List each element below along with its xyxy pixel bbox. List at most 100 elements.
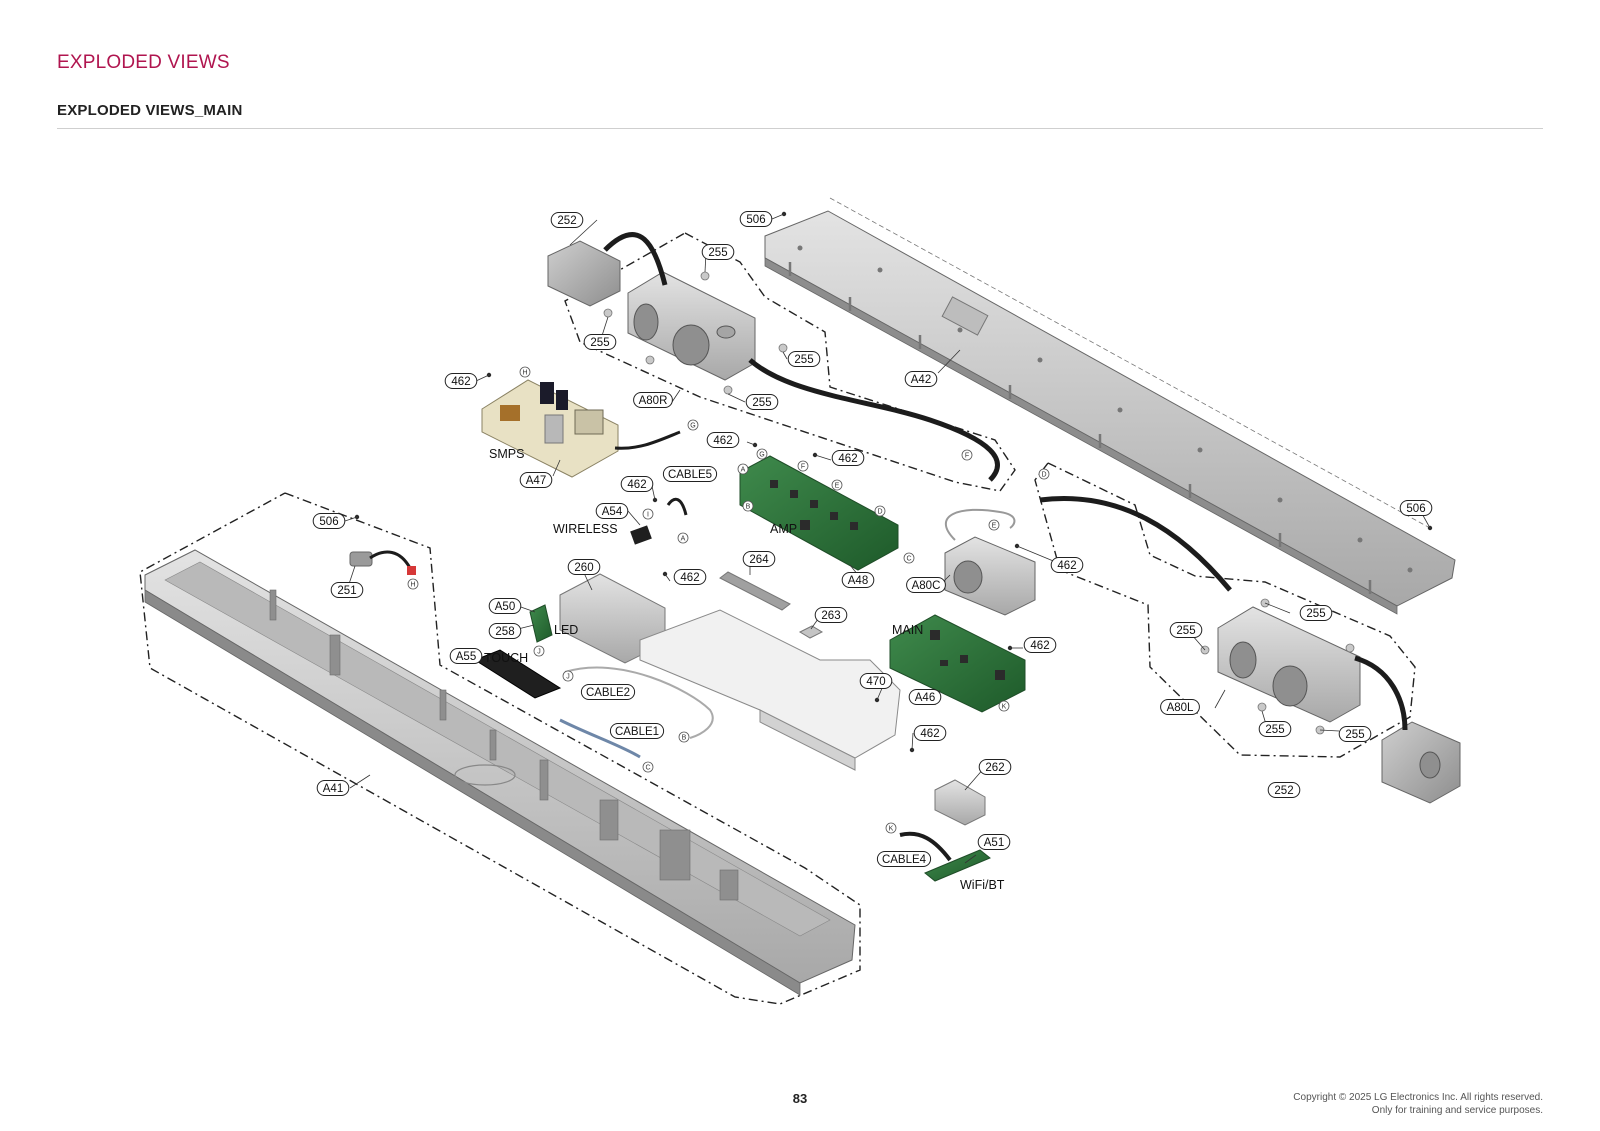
callout-cable2: CABLE2: [580, 684, 636, 700]
copyright-line-1: Copyright © 2025 LG Electronics Inc. All…: [1293, 1092, 1543, 1103]
header-divider: [57, 128, 1543, 129]
svg-text:462: 462: [1057, 560, 1076, 572]
connector-marker-g: G: [687, 419, 699, 431]
svg-text:462: 462: [627, 479, 646, 491]
svg-text:263: 263: [821, 610, 840, 622]
svg-text:255: 255: [794, 354, 813, 366]
connector-marker-f: F: [797, 460, 809, 472]
connector-marker-j: J: [533, 645, 545, 657]
callout-462: 462: [444, 373, 478, 389]
speaker-a80c: [944, 536, 1036, 616]
smps-components: [500, 382, 604, 444]
callout-255: 255: [1258, 721, 1292, 737]
chassis-470: [639, 609, 901, 759]
a80r-boundary: [564, 232, 1016, 492]
connector-marker-b: B: [678, 731, 690, 743]
svg-text:255: 255: [1306, 608, 1325, 620]
svg-text:506: 506: [746, 214, 765, 226]
callout-462: 462: [620, 476, 654, 492]
callout-258: 258: [488, 623, 522, 639]
callout-506: 506: [739, 211, 773, 227]
callout-a55: A55: [449, 648, 483, 664]
svg-text:B: B: [682, 735, 687, 742]
label-main: MAIN: [892, 623, 923, 637]
copyright-line-2: Only for training and service purposes.: [1371, 1105, 1543, 1116]
svg-text:A80L: A80L: [1167, 702, 1194, 714]
svg-text:255: 255: [1345, 729, 1364, 741]
svg-text:E: E: [835, 483, 840, 490]
svg-text:B: B: [746, 504, 751, 511]
svg-text:D: D: [877, 509, 882, 516]
callout-a80c: A80C: [906, 577, 946, 593]
svg-text:K: K: [889, 826, 894, 833]
svg-text:252: 252: [557, 215, 576, 227]
svg-text:258: 258: [495, 626, 514, 638]
speaker-a80l: [1217, 606, 1361, 723]
bracket-262: [934, 779, 986, 826]
svg-text:462: 462: [451, 376, 470, 388]
svg-text:255: 255: [590, 337, 609, 349]
main-board-a46: [889, 614, 1026, 713]
copyright: Copyright © 2025 LG Electronics Inc. All…: [1293, 1091, 1543, 1117]
callout-255: 255: [1299, 605, 1333, 621]
callout-252: 252: [550, 212, 584, 228]
svg-text:K: K: [1002, 704, 1007, 711]
callout-264: 264: [742, 551, 776, 567]
connector-marker-c: C: [903, 552, 915, 564]
connector-marker-k: K: [885, 822, 897, 834]
pad-264: [719, 571, 791, 611]
callout-a46: A46: [908, 689, 942, 705]
callout-462: 462: [913, 725, 947, 741]
svg-text:A46: A46: [915, 692, 935, 704]
svg-text:A48: A48: [848, 575, 868, 587]
svg-text:H: H: [522, 370, 527, 377]
callout-255: 255: [1338, 726, 1372, 742]
section-title: EXPLODED VIEWS: [57, 52, 230, 73]
callout-255: 255: [701, 244, 735, 260]
label-wifi-bt: WiFi/BT: [960, 878, 1005, 892]
connector-marker-d: D: [874, 505, 886, 517]
svg-text:CABLE2: CABLE2: [586, 687, 630, 699]
callout-506: 506: [312, 513, 346, 529]
svg-text:462: 462: [838, 453, 857, 465]
connector-marker-g: G: [756, 448, 768, 460]
svg-text:A55: A55: [456, 651, 476, 663]
callout-462: 462: [1023, 637, 1057, 653]
connector-marker-h: H: [519, 366, 531, 378]
callout-a41: A41: [316, 780, 350, 796]
callout-255: 255: [1169, 622, 1203, 638]
svg-text:A54: A54: [602, 506, 623, 518]
svg-text:506: 506: [319, 516, 338, 528]
pad-263: [798, 625, 824, 639]
label-touch: TOUCH: [484, 651, 528, 665]
callout-255: 255: [745, 394, 779, 410]
svg-text:CABLE5: CABLE5: [668, 469, 712, 481]
cable2: [564, 666, 714, 739]
svg-text:262: 262: [985, 762, 1004, 774]
connector-marker-i: I: [642, 508, 654, 520]
callout-263: 263: [814, 607, 848, 623]
svg-text:CABLE1: CABLE1: [615, 726, 659, 738]
wireless-module-a54: [630, 525, 652, 545]
part-illustrations: [139, 197, 1461, 1005]
svg-text:255: 255: [1265, 724, 1284, 736]
svg-text:A51: A51: [984, 837, 1004, 849]
svg-text:A47: A47: [526, 475, 546, 487]
callout-260: 260: [567, 559, 601, 575]
svg-text:A50: A50: [495, 601, 515, 613]
svg-text:252: 252: [1274, 785, 1293, 797]
svg-text:A: A: [681, 536, 686, 543]
plain-labels: SMPS WIRELESS AMP LED TOUCH MAIN WiFi/BT: [484, 447, 1005, 892]
page-number: 83: [792, 1091, 808, 1106]
svg-text:A: A: [741, 467, 746, 474]
connector-marker-b: B: [742, 500, 754, 512]
connector-marker-d: D: [1038, 468, 1050, 480]
callout-255: 255: [583, 334, 617, 350]
connector-marker-a: A: [737, 463, 749, 475]
svg-text:251: 251: [337, 585, 356, 597]
sub-title: EXPLODED VIEWS_MAIN: [57, 102, 243, 119]
connector-marker-a: A: [677, 532, 689, 544]
